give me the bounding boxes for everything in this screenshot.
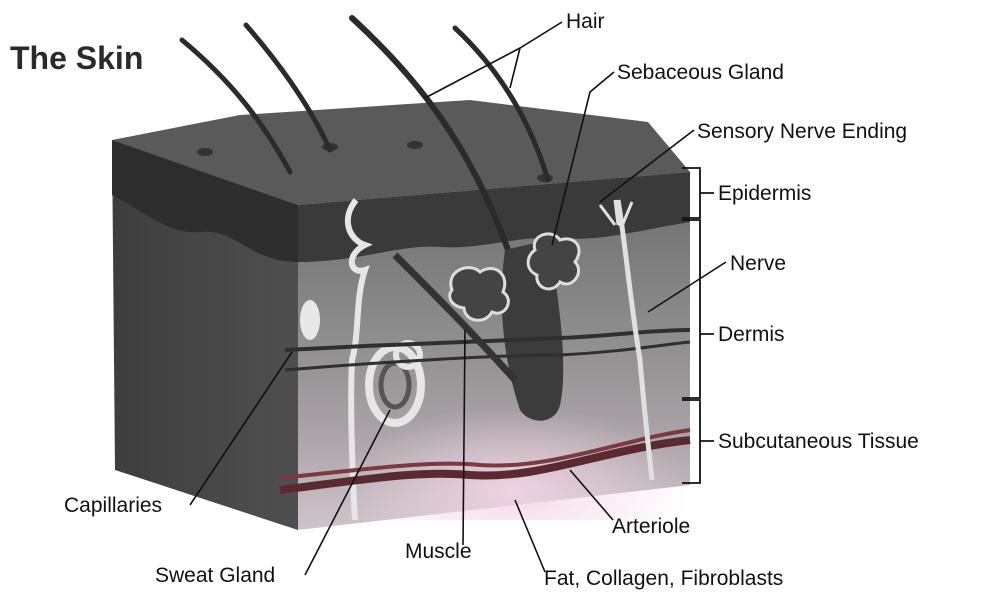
label-fat-collagen-fibroblasts: Fat, Collagen, Fibroblasts	[544, 567, 783, 590]
label-subcutaneous-tissue: Subcutaneous Tissue	[718, 430, 919, 453]
label-hair: Hair	[566, 10, 605, 33]
label-dermis: Dermis	[718, 323, 785, 346]
hair-leader	[425, 22, 562, 98]
label-sensory-nerve-ending: Sensory Nerve Ending	[697, 120, 907, 143]
skin-block	[112, 18, 690, 530]
label-arteriole: Arteriole	[612, 515, 690, 538]
label-capillaries: Capillaries	[64, 494, 162, 517]
label-sebaceous-gland: Sebaceous Gland	[617, 61, 784, 84]
label-sweat-gland: Sweat Gland	[155, 564, 275, 587]
label-muscle: Muscle	[405, 540, 472, 563]
pore	[407, 141, 423, 149]
label-nerve: Nerve	[730, 252, 786, 275]
pore	[197, 148, 213, 156]
fat-cell	[300, 300, 320, 340]
diagram-title: The Skin	[10, 40, 143, 76]
label-epidermis: Epidermis	[718, 182, 811, 205]
